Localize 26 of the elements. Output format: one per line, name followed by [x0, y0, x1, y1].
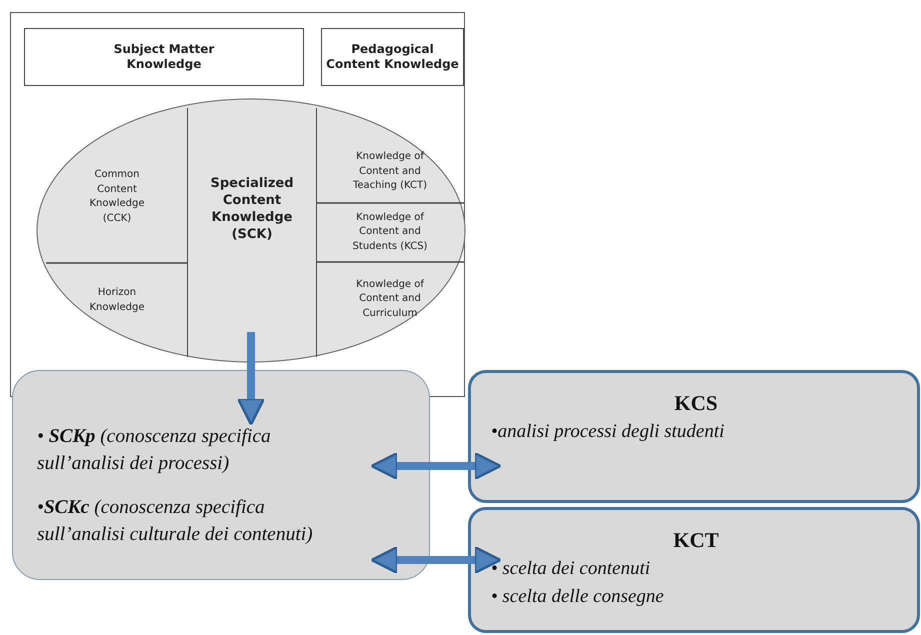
arrow	[370, 452, 502, 480]
bullet-text: • scelta dei contenuti	[491, 557, 652, 581]
knowledge-ellipse	[36, 98, 466, 363]
rounded-box	[468, 507, 920, 633]
label-text: Knowledge of Content and Students (KCS)	[352, 210, 428, 254]
arrow	[370, 546, 502, 574]
box-title: KCS	[673, 391, 719, 416]
label-text: Pedagogical Content Knowledge	[326, 42, 459, 72]
label-text: Common Content Knowledge (CCK)	[88, 168, 146, 226]
diagram-frame	[10, 12, 465, 397]
label-text: Knowledge of Content and Teaching (KCT)	[352, 150, 428, 194]
heading-box	[24, 28, 304, 86]
heading-box	[321, 28, 464, 86]
bullet-text: • SCKp (conoscenza specifica sull’analisi dei processi)	[37, 425, 272, 476]
rounded-box	[468, 370, 920, 503]
arrow	[236, 332, 266, 426]
bullet-text: •analisi processi degli studenti	[491, 420, 726, 444]
bullet-text: •SCKc (conoscenza specifica sull’analisi culturale dei contenuti)	[37, 496, 314, 547]
ellipse-section	[187, 108, 317, 357]
rounded-box	[12, 370, 430, 580]
label-text: Subject Matter Knowledge	[112, 42, 216, 72]
label-text: Horizon Knowledge	[88, 286, 146, 314]
box-title: KCT	[672, 528, 720, 553]
label-text: Specialized Content Knowledge (SCK)	[209, 176, 295, 244]
label-text: Knowledge of Content and Curriculum	[355, 278, 426, 321]
bullet-text: • scelta delle consegne	[491, 584, 665, 609]
